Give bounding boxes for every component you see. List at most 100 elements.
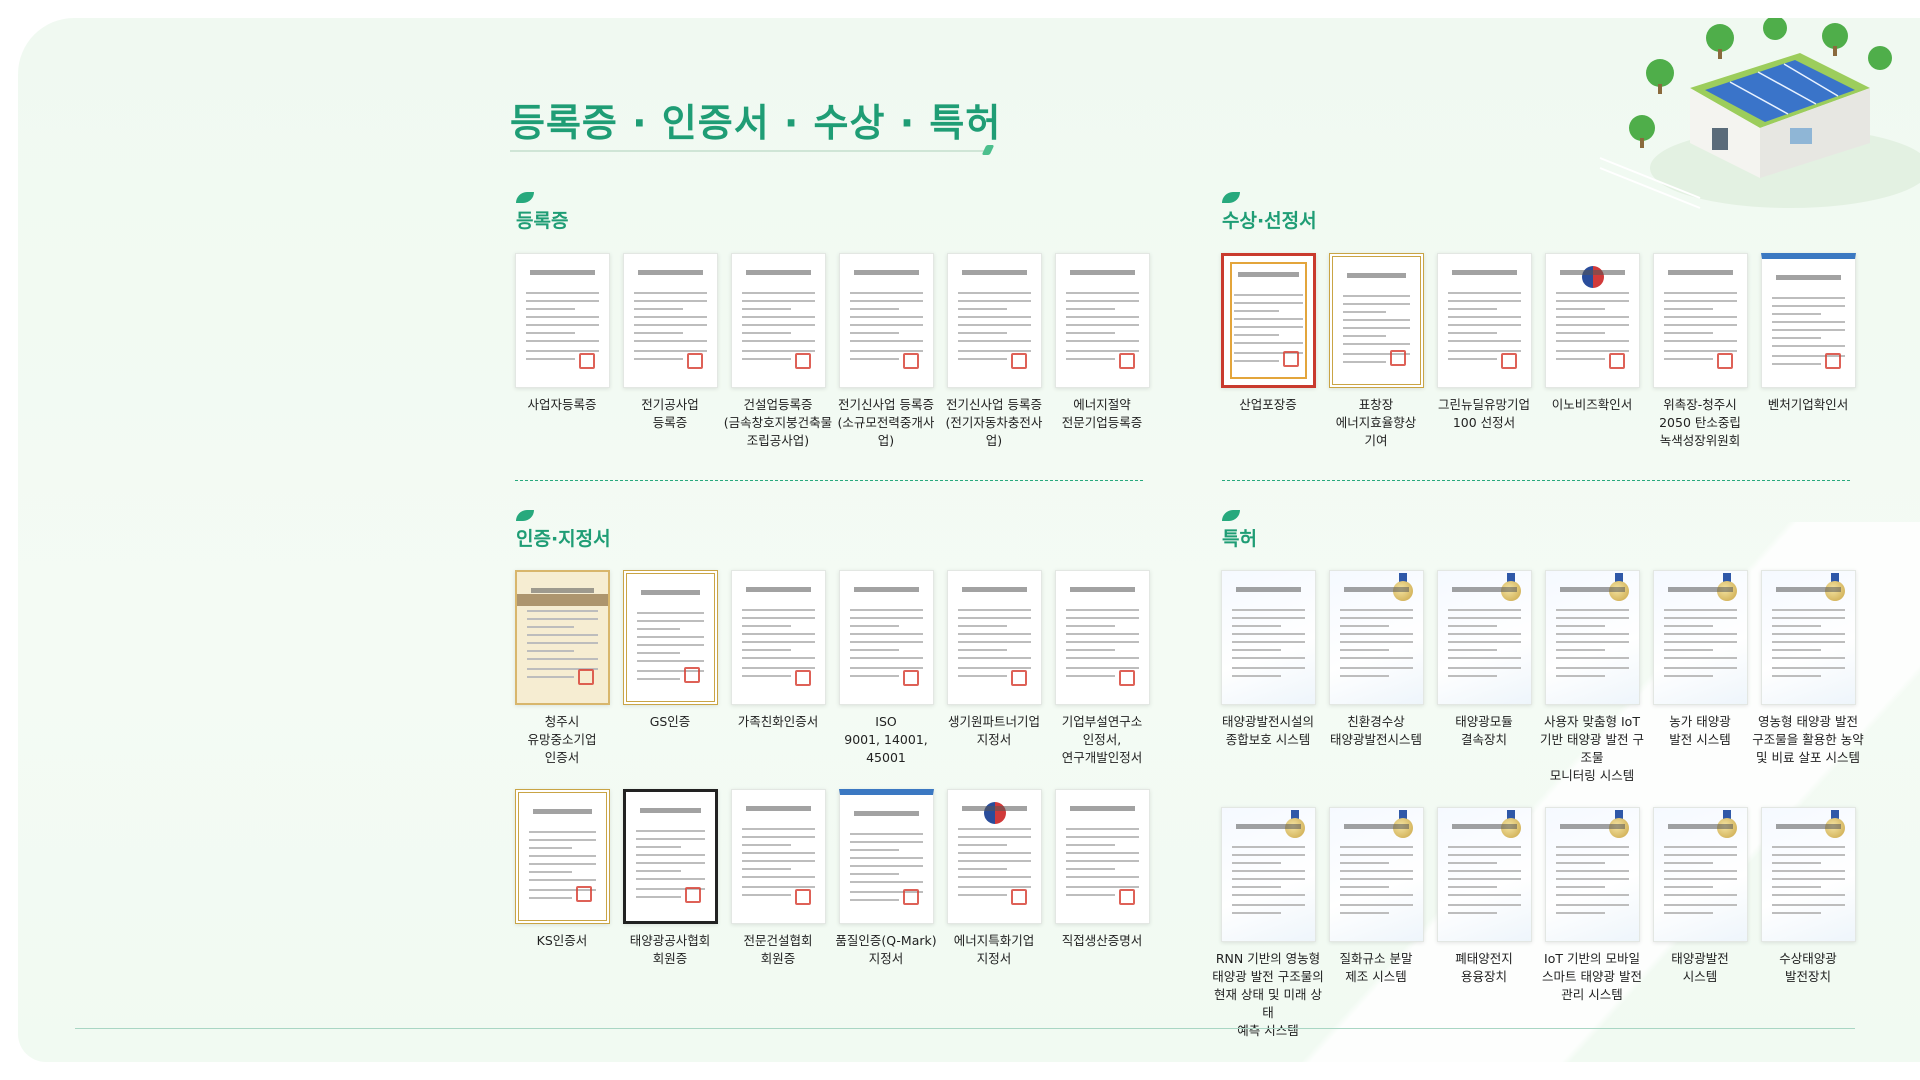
document-thumbnail[interactable]: [1652, 570, 1748, 705]
document-card[interactable]: 태양광모듈 결속장치: [1430, 570, 1538, 785]
document-thumbnail[interactable]: [838, 570, 934, 705]
document-card[interactable]: 품질인증(Q-Mark) 지정서: [832, 789, 940, 968]
document-thumbnail[interactable]: [514, 789, 610, 924]
document-thumbnail[interactable]: [622, 253, 718, 388]
document-card[interactable]: 폐태양전지 용융장치: [1430, 807, 1538, 1040]
document-card[interactable]: 에너지절약 전문기업등록증: [1048, 253, 1156, 450]
document-thumbnail[interactable]: [514, 253, 610, 388]
document-label: 기업부설연구소 인정서, 연구개발인정서: [1061, 714, 1143, 765]
document-card[interactable]: 건설업등록증 (금속창호지붕건축물 조립공사업): [724, 253, 832, 450]
document-card[interactable]: GS인증: [616, 570, 724, 767]
document-card[interactable]: 이노비즈확인서: [1538, 253, 1646, 450]
document-card[interactable]: 기업부설연구소 인정서, 연구개발인정서: [1048, 570, 1156, 767]
document-thumbnail[interactable]: [1652, 807, 1748, 942]
document-thumbnail[interactable]: [1328, 570, 1424, 705]
document-thumbnail[interactable]: [1328, 253, 1424, 388]
doc-text-line: [849, 609, 923, 611]
doc-heading-line: [1451, 824, 1517, 829]
document-thumbnail[interactable]: [838, 789, 934, 924]
doc-text-line: [849, 617, 923, 619]
document-card[interactable]: 농가 태양광 발전 시스템: [1646, 570, 1754, 785]
document-card[interactable]: 전기신사업 등록증 (소규모전력중개사업): [832, 253, 940, 450]
document-thumbnail[interactable]: [1054, 570, 1150, 705]
doc-text-line: [1231, 633, 1305, 635]
document-thumbnail[interactable]: [1652, 253, 1748, 388]
doc-text-line: [1555, 340, 1629, 342]
document-card[interactable]: 수상태양광 발전장치: [1754, 807, 1862, 1040]
seal-stamp: [577, 669, 594, 685]
document-thumbnail[interactable]: [622, 789, 718, 924]
document-card[interactable]: KS인증서: [508, 789, 616, 968]
document-thumbnail[interactable]: [946, 253, 1042, 388]
document-thumbnail[interactable]: [622, 570, 718, 705]
doc-text-line: [957, 675, 1007, 677]
document-card[interactable]: 그린뉴딜유망기업 100 선정서: [1430, 253, 1538, 450]
doc-text-line: [635, 896, 681, 898]
document-thumbnail[interactable]: [1544, 253, 1640, 388]
document-card[interactable]: 태양광공사협회 회원증: [616, 789, 724, 968]
document-thumbnail[interactable]: [1436, 253, 1532, 388]
document-thumbnail[interactable]: [946, 789, 1042, 924]
document-thumbnail[interactable]: [1054, 253, 1150, 388]
document-card[interactable]: 전기신사업 등록증 (전기자동차충전사업): [940, 253, 1048, 450]
seal-stamp: [1010, 353, 1027, 369]
section-patents: 특허: [1218, 510, 1878, 550]
doc-text-line: [849, 873, 899, 875]
document-card[interactable]: 위촉장-청주시 2050 탄소중립 녹색성장위원회: [1646, 253, 1754, 450]
document-card[interactable]: 전문건설협회 회원증: [724, 789, 832, 968]
doc-text-line: [1065, 292, 1139, 294]
document-card[interactable]: 사용자 맞춤형 IoT 기반 태양광 발전 구조물 모니터링 시스템: [1538, 570, 1646, 785]
seal-stamp: [902, 353, 919, 369]
document-card[interactable]: 에너지특화기업 지정서: [940, 789, 1048, 968]
section-title-certification: 인증·지정서: [516, 528, 611, 550]
document-thumbnail[interactable]: [1054, 789, 1150, 924]
document-card[interactable]: 영농형 태양광 발전 구조물을 활용한 농약 및 비료 살포 시스템: [1752, 570, 1864, 785]
document-thumbnail[interactable]: [1220, 570, 1316, 705]
document-card[interactable]: IoT 기반의 모바일 스마트 태양광 발전 관리 시스템: [1538, 807, 1646, 1040]
document-label: 이노비즈확인서: [1551, 397, 1633, 412]
doc-heading-line: [1775, 275, 1841, 280]
document-thumbnail[interactable]: [730, 570, 826, 705]
document-thumbnail[interactable]: [1544, 807, 1640, 942]
document-card[interactable]: 전기공사업 등록증: [616, 253, 724, 450]
document-thumbnail[interactable]: [1544, 570, 1640, 705]
document-card[interactable]: 산업포장증: [1214, 253, 1322, 450]
doc-text-line: [957, 886, 1031, 888]
document-label: RNN 기반의 영농형 태양광 발전 구조물의 현재 상태 및 미래 상태 예측…: [1212, 951, 1324, 1038]
ribbon-icon: [1722, 573, 1731, 585]
document-thumbnail[interactable]: [514, 570, 610, 705]
doc-text-line: [1555, 609, 1629, 611]
doc-text-line: [1065, 894, 1115, 896]
document-thumbnail[interactable]: [730, 789, 826, 924]
document-thumbnail[interactable]: [1436, 807, 1532, 942]
document-card[interactable]: 표창장 에너지효율향상 기여: [1322, 253, 1430, 450]
document-thumbnail[interactable]: [1760, 253, 1856, 388]
document-card[interactable]: ISO 9001, 14001, 45001: [832, 570, 940, 767]
document-card[interactable]: 태양광발전시설의 종합보호 시스템: [1214, 570, 1322, 785]
document-card[interactable]: 청주시 유망중소기업 인증서: [508, 570, 616, 767]
document-thumbnail[interactable]: [1760, 807, 1856, 942]
document-thumbnail[interactable]: [1760, 570, 1856, 705]
document-thumbnail[interactable]: [838, 253, 934, 388]
document-thumbnail[interactable]: [1328, 807, 1424, 942]
document-card[interactable]: 직접생산증명서: [1048, 789, 1156, 968]
document-thumbnail[interactable]: [1220, 807, 1316, 942]
document-card[interactable]: 벤처기업확인서: [1754, 253, 1862, 450]
doc-text-line: [1231, 862, 1281, 864]
document-card[interactable]: 친환경수상 태양광발전시스템: [1322, 570, 1430, 785]
doc-text-line: [1555, 350, 1629, 352]
document-thumbnail[interactable]: [1220, 253, 1316, 388]
document-card[interactable]: 가족친화인증서: [724, 570, 832, 767]
seal-stamp: [1389, 350, 1406, 366]
document-card[interactable]: 태양광발전 시스템: [1646, 807, 1754, 1040]
document-thumbnail[interactable]: [1436, 570, 1532, 705]
doc-text-line: [1771, 297, 1845, 299]
document-thumbnail[interactable]: [730, 253, 826, 388]
document-card[interactable]: 질화규소 분말 제조 시스템: [1322, 807, 1430, 1040]
document-card[interactable]: 사업자등록증: [508, 253, 616, 450]
doc-text-line: [1233, 334, 1279, 336]
document-card[interactable]: RNN 기반의 영농형 태양광 발전 구조물의 현재 상태 및 미래 상태 예측…: [1212, 807, 1324, 1040]
document-thumbnail[interactable]: [946, 570, 1042, 705]
document-card[interactable]: 생기원파트너기업 지정서: [940, 570, 1048, 767]
doc-text-line: [1342, 319, 1410, 321]
